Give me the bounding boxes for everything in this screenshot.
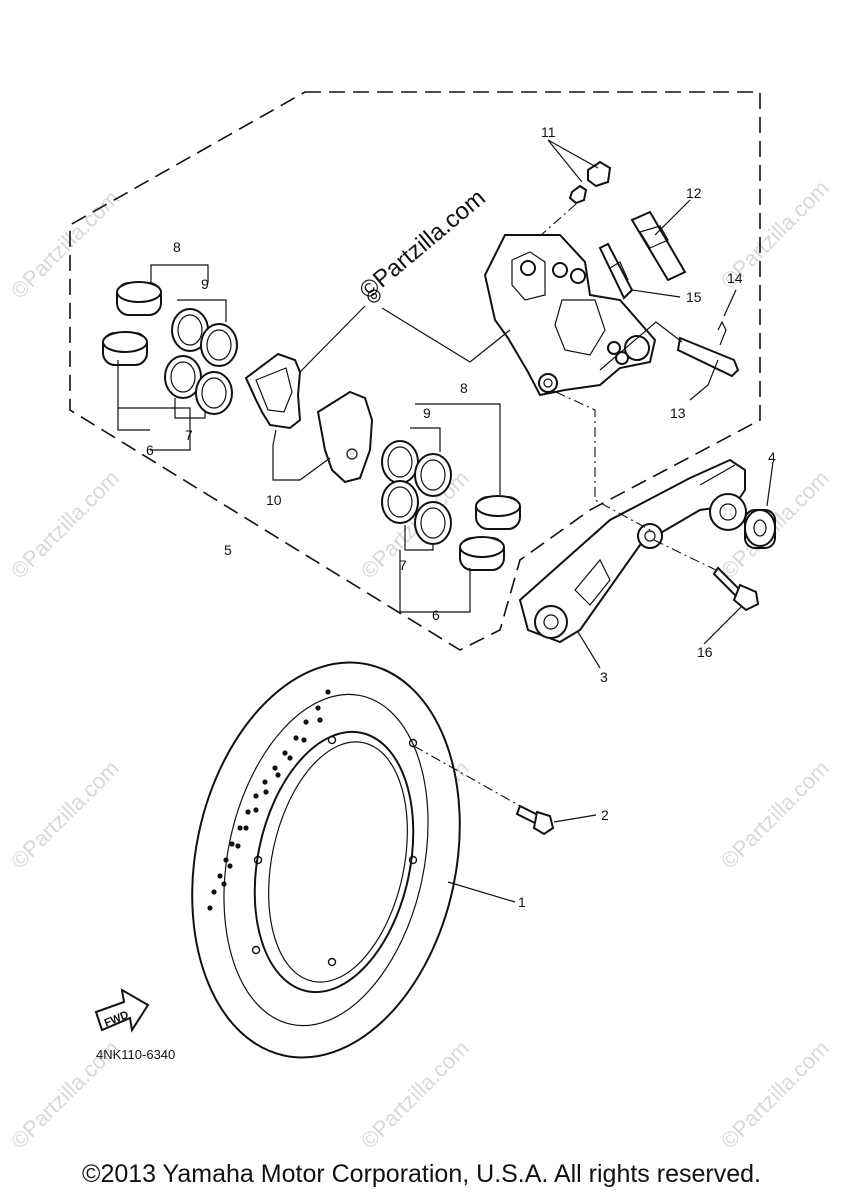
brand-watermark: ©Partzilla.com (355, 184, 491, 304)
callout-11: 11 (541, 124, 556, 140)
pad-spring (630, 199, 691, 282)
caliper-assembly-outline (69, 91, 761, 651)
callout-8-right: 8 (460, 380, 468, 396)
disc-mount-holes (251, 735, 418, 967)
callout-7-right: 7 (399, 557, 407, 573)
forward-arrow-icon: FWD (94, 988, 150, 1033)
watermark: ©Partzilla.com (6, 755, 124, 873)
disc-bolt (413, 745, 597, 836)
callout-13: 13 (670, 405, 686, 421)
callout-16: 16 (697, 644, 713, 660)
copyright-notice: ©2013 Yamaha Motor Corporation, U.S.A. A… (82, 1160, 761, 1188)
diagram-code: 4NK110-6340 (96, 1047, 176, 1062)
callout-14: 14 (727, 270, 743, 286)
callout-1: 1 (518, 894, 526, 910)
callout-labels: 1 2 3 4 5 6 6 7 7 8 8 9 9 10 11 12 13 14… (146, 124, 776, 910)
brake-disc (191, 661, 516, 1059)
pad-clip (598, 242, 681, 300)
callout-8-left: 8 (173, 239, 181, 255)
bleed-screw (539, 139, 612, 237)
watermark: ©Partzilla.com (6, 185, 124, 303)
bracket-bolt (653, 539, 760, 645)
callout-10: 10 (266, 492, 282, 508)
callout-15: 15 (686, 289, 702, 305)
callout-9-right: 9 (423, 405, 431, 421)
watermark: ©Partzilla.com (716, 755, 834, 873)
brake-pads (244, 352, 374, 484)
watermark: ©Partzilla.com (6, 465, 124, 583)
callout-2: 2 (601, 807, 609, 823)
brake-pad (316, 390, 374, 484)
watermark: ©Partzilla.com (716, 1035, 834, 1153)
piston-top (116, 281, 162, 303)
callout-3: 3 (600, 669, 608, 685)
callout-5: 5 (224, 542, 232, 558)
callout-6-right: 6 (432, 607, 440, 623)
pad-pin (599, 289, 740, 401)
collar (744, 461, 776, 549)
callout-6-left: 6 (146, 442, 154, 458)
callout-4: 4 (768, 449, 776, 465)
disc-holes (207, 689, 331, 911)
watermark: ©Partzilla.com (356, 1035, 474, 1153)
piston-seal-group-right (381, 403, 521, 613)
caliper-body (483, 234, 657, 397)
brake-pad (244, 352, 302, 430)
piston-seal-group-left (102, 264, 238, 451)
callout-12: 12 (686, 185, 702, 201)
callout-9-left: 9 (201, 276, 209, 292)
piston-top (102, 331, 148, 353)
callout-7-left: 7 (185, 427, 193, 443)
caliper-bracket (518, 458, 747, 669)
